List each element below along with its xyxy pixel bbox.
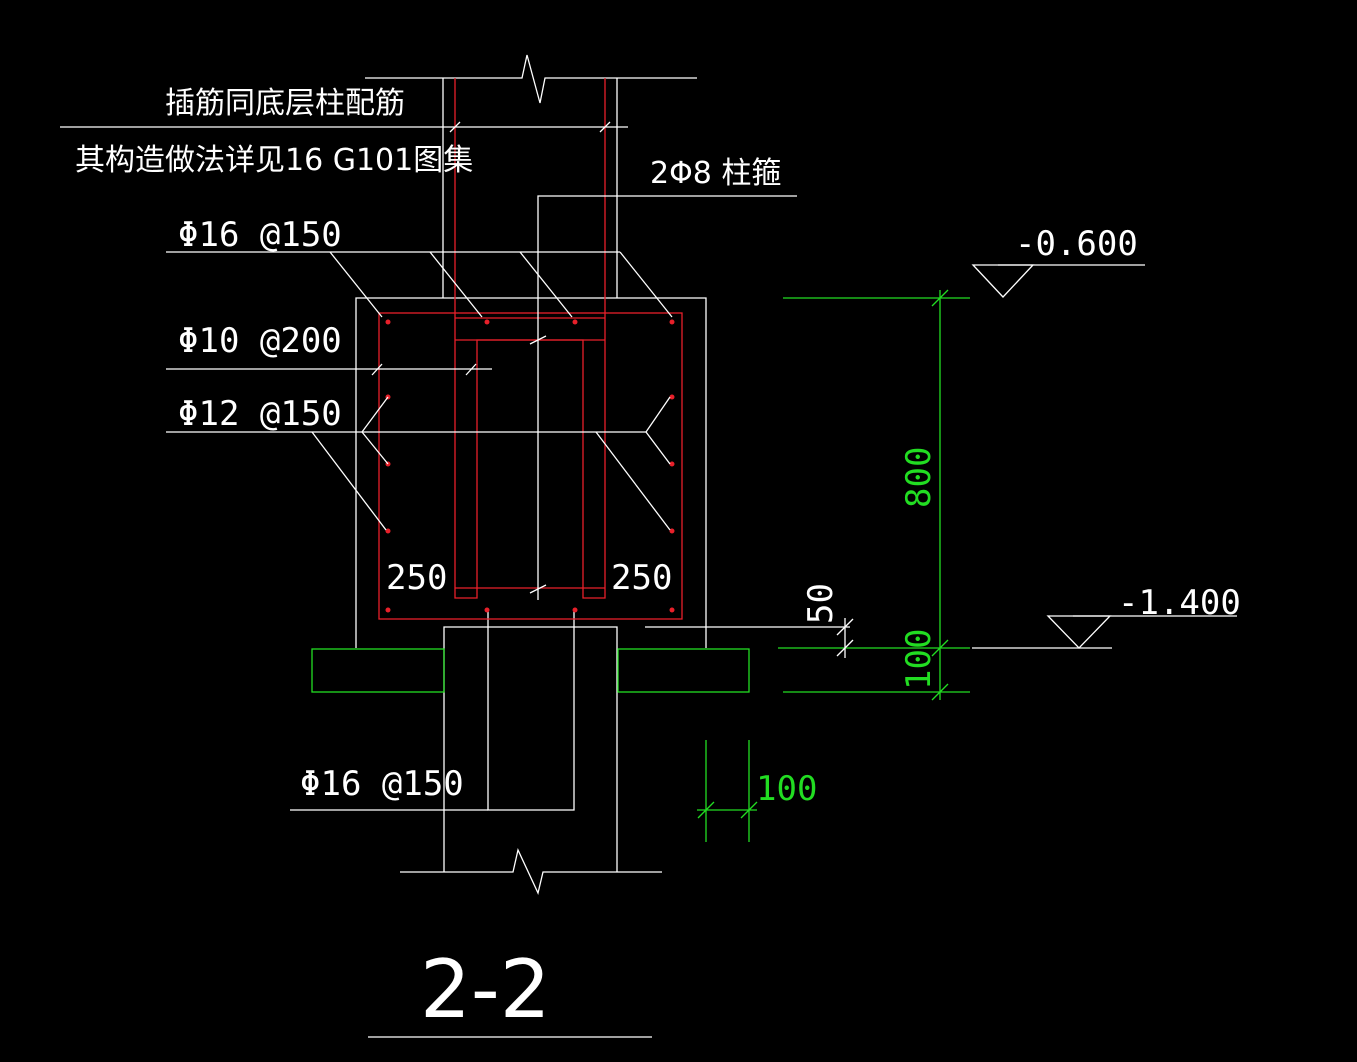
cover-dimension: 50	[801, 583, 841, 624]
side-bars-label: Φ12 @150	[178, 394, 342, 434]
upper-column	[365, 54, 697, 298]
detail-note: 其构造做法详见16 G101图集	[75, 143, 473, 178]
dimension-lines	[697, 289, 970, 842]
left-width-label: 250	[386, 558, 447, 598]
wall-thickness-dimension: 100	[756, 769, 817, 809]
mid-bars-label: Φ10 @200	[178, 321, 342, 361]
elevation-top: -0.600	[1015, 224, 1138, 264]
column-dowels	[454, 78, 606, 599]
elevation-markers	[971, 264, 1237, 649]
labels: 插筋同底层柱配筋 其构造做法详见16 G101图集 2Φ8 柱箍 Φ16 @15…	[75, 86, 1241, 1036]
dowel-note: 插筋同底层柱配筋	[165, 86, 405, 121]
leader-lines	[60, 121, 850, 811]
lower-wall	[400, 610, 662, 895]
reinforcement	[378, 78, 683, 620]
right-width-label: 250	[611, 558, 672, 598]
slabs	[311, 648, 750, 693]
depth-dimension: 800	[899, 447, 939, 508]
slab-right	[617, 648, 750, 693]
rebar-dots	[385, 319, 675, 613]
top-bars-label: Φ16 @150	[178, 215, 342, 255]
elevation-bottom: -1.400	[1118, 583, 1241, 623]
beam-outline	[355, 297, 707, 648]
outer-stirrup	[378, 312, 683, 620]
bottom-bars-label: Φ16 @150	[300, 764, 464, 804]
section-title: 2-2	[420, 943, 551, 1036]
slab-thickness-dimension: 100	[899, 629, 939, 690]
stirrup-label: 2Φ8 柱箍	[650, 156, 781, 191]
slab-left	[311, 648, 445, 693]
